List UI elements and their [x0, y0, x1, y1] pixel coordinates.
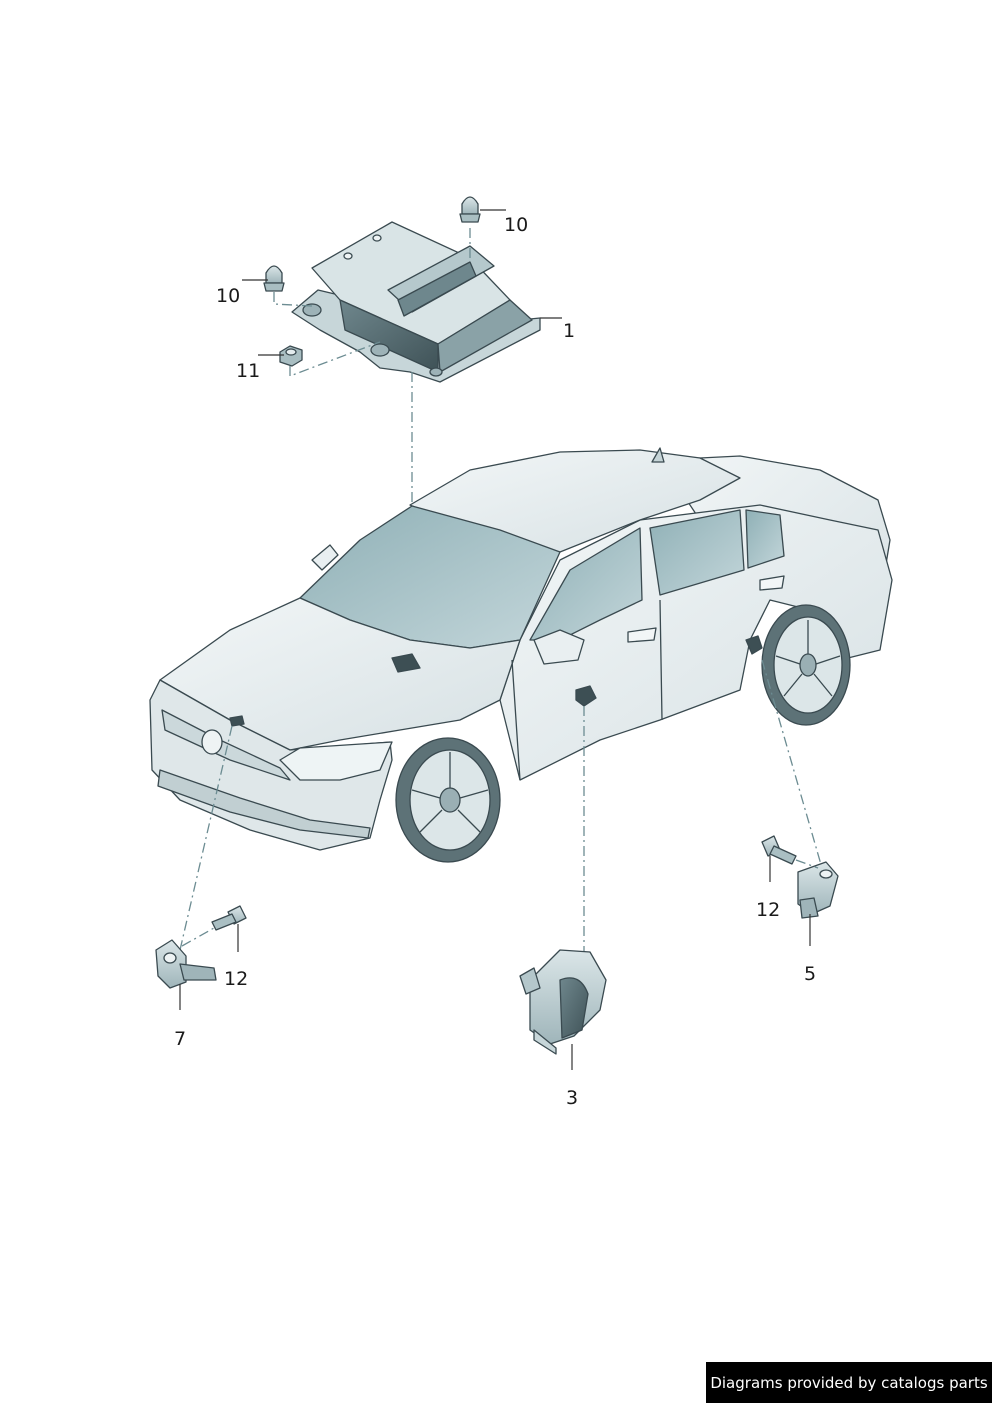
- sensor-3: [519, 949, 607, 1055]
- sensor-7: [155, 939, 217, 989]
- bolt-12-left: [211, 905, 247, 931]
- nut-11: [279, 345, 303, 367]
- callout-11: 11: [236, 360, 260, 382]
- bolt-12-right: [761, 835, 797, 865]
- callout-3: 3: [566, 1087, 578, 1109]
- callout-12-left: 12: [224, 968, 248, 990]
- callout-10-top: 10: [504, 214, 528, 236]
- airbag-control-unit: [291, 221, 541, 383]
- nut-10-left: [263, 265, 285, 292]
- callout-12-right: 12: [756, 899, 780, 921]
- callout-1: 1: [563, 320, 575, 342]
- callout-10-left: 10: [216, 285, 240, 307]
- credit-badge: Diagrams provided by catalogs parts: [706, 1362, 992, 1403]
- nut-10-top: [459, 196, 481, 223]
- credit-text: Diagrams provided by catalogs parts: [710, 1373, 988, 1392]
- sensor-5: [797, 861, 839, 919]
- callout-5: 5: [804, 963, 816, 985]
- car-illustration: [149, 447, 893, 863]
- callout-7: 7: [174, 1028, 186, 1050]
